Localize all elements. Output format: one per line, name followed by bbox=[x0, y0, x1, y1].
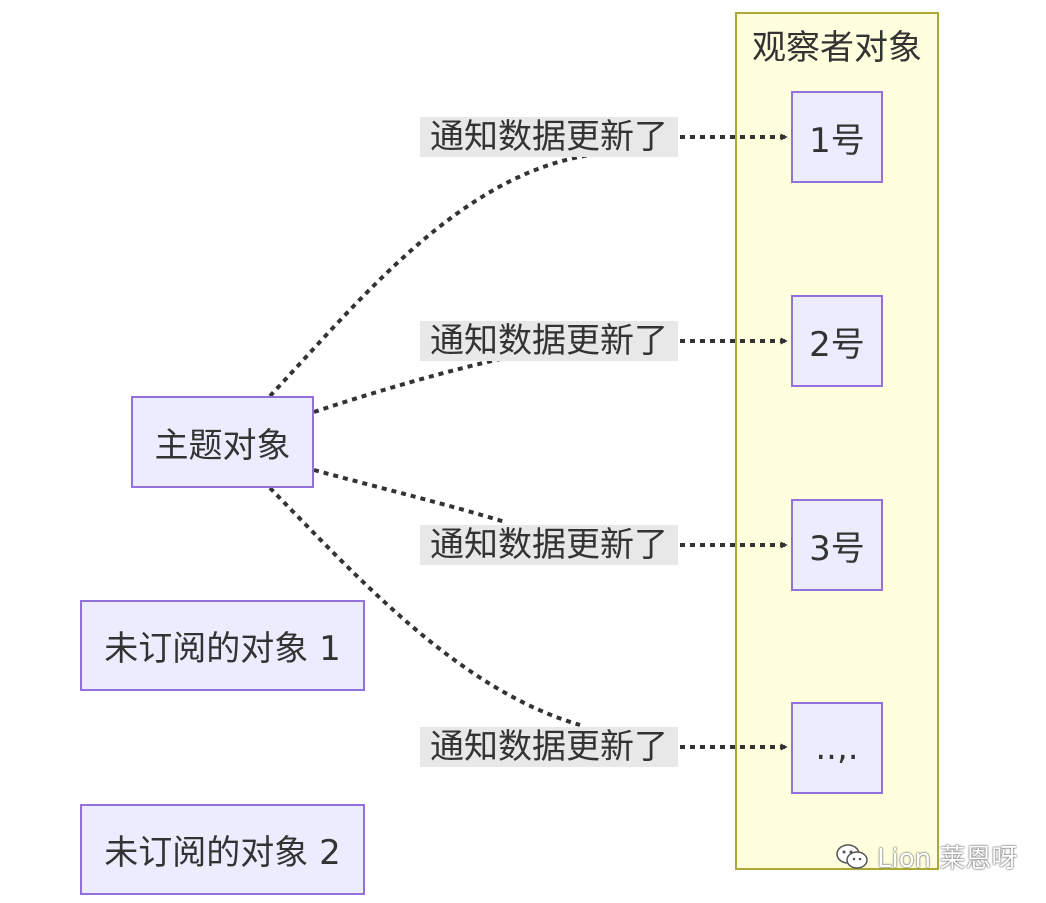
edge-to-observer-2 bbox=[313, 356, 506, 414]
edge-label-3: 通知数据更新了 bbox=[420, 525, 678, 565]
edge-label-4: 通知数据更新了 bbox=[420, 727, 678, 767]
edge-to-observer-3 bbox=[313, 468, 506, 524]
edge-to-observer-more bbox=[268, 486, 581, 727]
observer-node-3[interactable]: 3号 bbox=[791, 499, 883, 591]
wechat-icon bbox=[836, 843, 868, 869]
observer-node-1[interactable]: 1号 bbox=[791, 91, 883, 183]
watermark: Lion 莱恩呀 bbox=[835, 838, 1017, 875]
edge-to-observer-1 bbox=[268, 153, 591, 398]
subgraph-title: 观察者对象 bbox=[752, 28, 922, 68]
edge-label-2: 通知数据更新了 bbox=[420, 321, 678, 361]
observer-node-2[interactable]: 2号 bbox=[791, 295, 883, 387]
watermark-text: Lion 莱恩呀 bbox=[877, 844, 1018, 874]
observer-node-more[interactable]: ..,. bbox=[791, 702, 883, 794]
unsubscribed-node-1[interactable]: 未订阅的对象 1 bbox=[80, 600, 365, 691]
edge-label-1: 通知数据更新了 bbox=[420, 117, 678, 157]
unsubscribed-node-2[interactable]: 未订阅的对象 2 bbox=[80, 804, 365, 895]
subject-node[interactable]: 主题对象 bbox=[131, 396, 314, 488]
